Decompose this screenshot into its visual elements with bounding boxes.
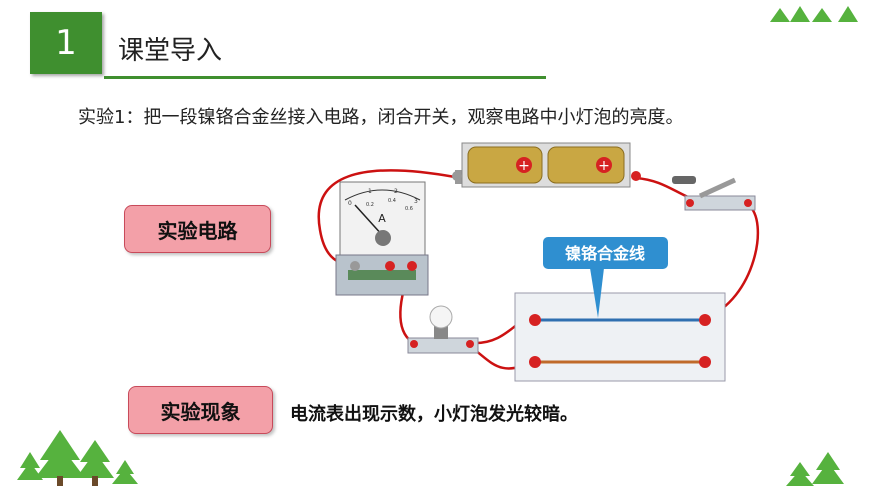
ammeter-tick: 0.4 [388, 198, 396, 204]
ammeter-tick: 0.2 [366, 202, 374, 208]
circuit-label: 实验电路 [124, 205, 271, 253]
ammeter-tick: 0.6 [405, 206, 413, 212]
ammeter [335, 181, 429, 296]
tree-icon [17, 6, 858, 486]
resistance-board [514, 292, 726, 382]
light-bulb [407, 305, 479, 354]
page-title: 课堂导入 [118, 36, 223, 66]
svg-text:+: + [598, 158, 610, 174]
ammeter-tick: 2 [394, 188, 398, 195]
experiment-instruction: 实验1：把一段镍铬合金丝接入电路，闭合开关，观察电路中小灯泡的亮度。 [78, 107, 684, 128]
wire-callout [543, 237, 668, 318]
ammeter-unit: A [378, 212, 386, 225]
phenomenon-text: 电流表出现示数，小灯泡发光较暗。 [290, 404, 578, 425]
ammeter-tick: 0 [348, 200, 352, 207]
switch [672, 176, 756, 211]
title-underline [104, 76, 546, 79]
section-number: 1 [30, 12, 102, 74]
ammeter-tick: 3 [414, 198, 418, 205]
phenomenon-label: 实验现象 [128, 386, 273, 434]
battery: + + [452, 142, 641, 188]
wire-callout-text: 镍铬合金线 [565, 244, 645, 263]
ammeter-tick: 1 [368, 188, 372, 195]
svg-text:+: + [518, 158, 530, 174]
